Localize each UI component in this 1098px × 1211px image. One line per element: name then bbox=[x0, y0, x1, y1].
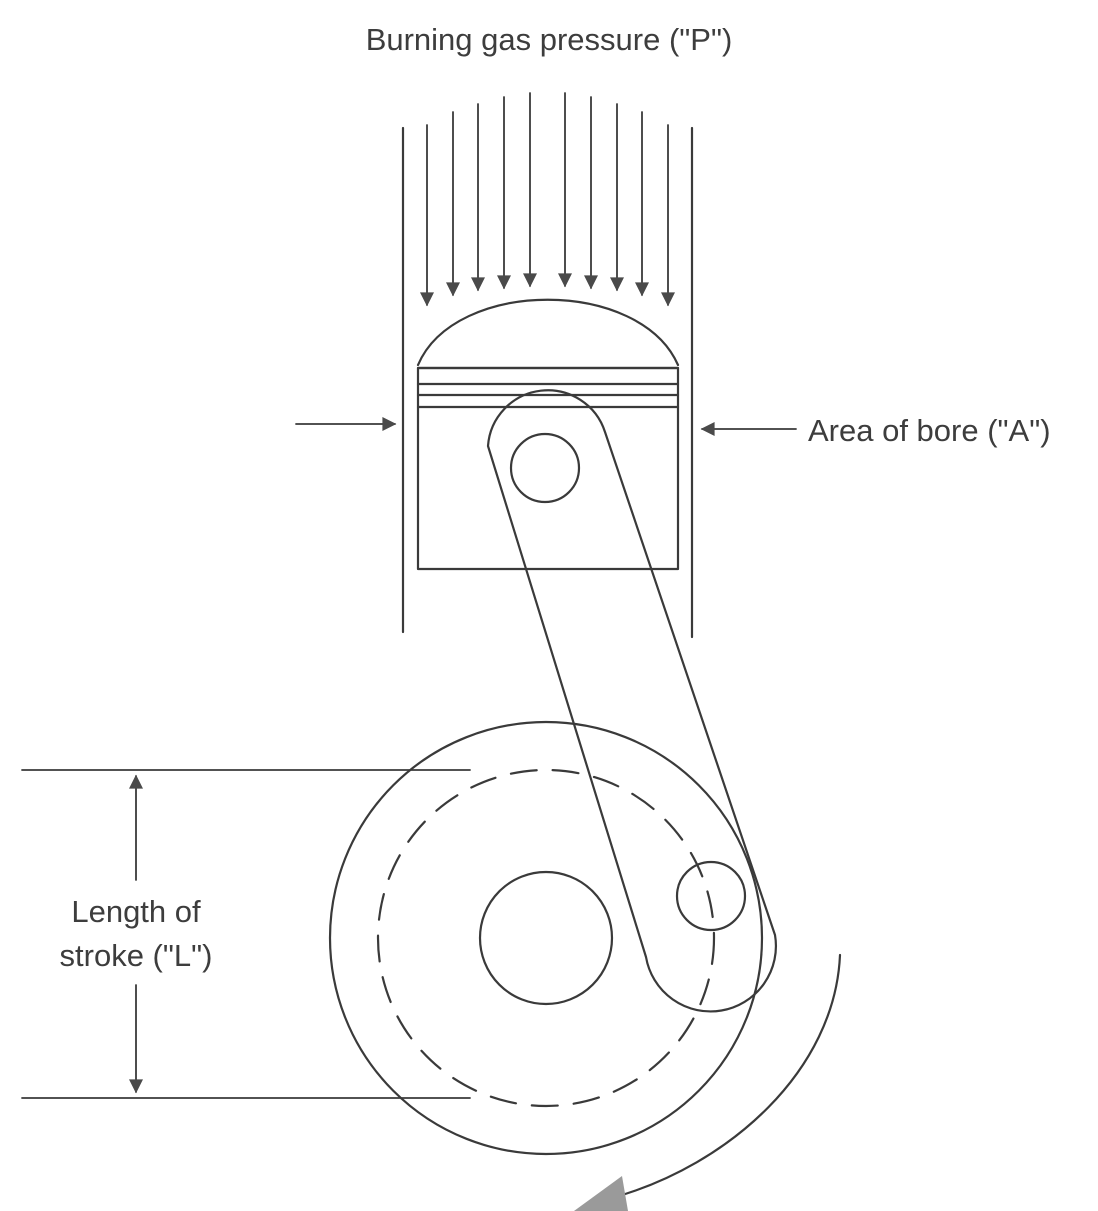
stroke-label-line2: stroke ("L") bbox=[60, 938, 213, 973]
piston-body bbox=[416, 366, 680, 571]
crankshaft-main-journal bbox=[478, 870, 614, 1006]
stroke-dimension: Length of stroke ("L") bbox=[21, 769, 471, 1099]
rotation-arc bbox=[610, 953, 842, 1200]
connecting-rod bbox=[486, 389, 777, 1013]
bore-label: Area of bore ("A") bbox=[808, 413, 1051, 448]
wrist-pin bbox=[509, 432, 581, 504]
stroke-label-line1: Length of bbox=[71, 894, 201, 929]
pressure-arrows bbox=[420, 92, 675, 307]
rotation-arrowhead bbox=[574, 1176, 628, 1211]
connecting-rod-outline bbox=[486, 389, 777, 1013]
crank-throw-path bbox=[376, 768, 716, 1108]
crank-pin bbox=[675, 860, 747, 932]
pressure-label: Burning gas pressure ("P") bbox=[366, 22, 733, 57]
crank-disc bbox=[328, 720, 764, 1156]
piston-crown bbox=[416, 298, 680, 367]
rotation-arrow bbox=[574, 953, 842, 1211]
piston bbox=[416, 298, 680, 571]
